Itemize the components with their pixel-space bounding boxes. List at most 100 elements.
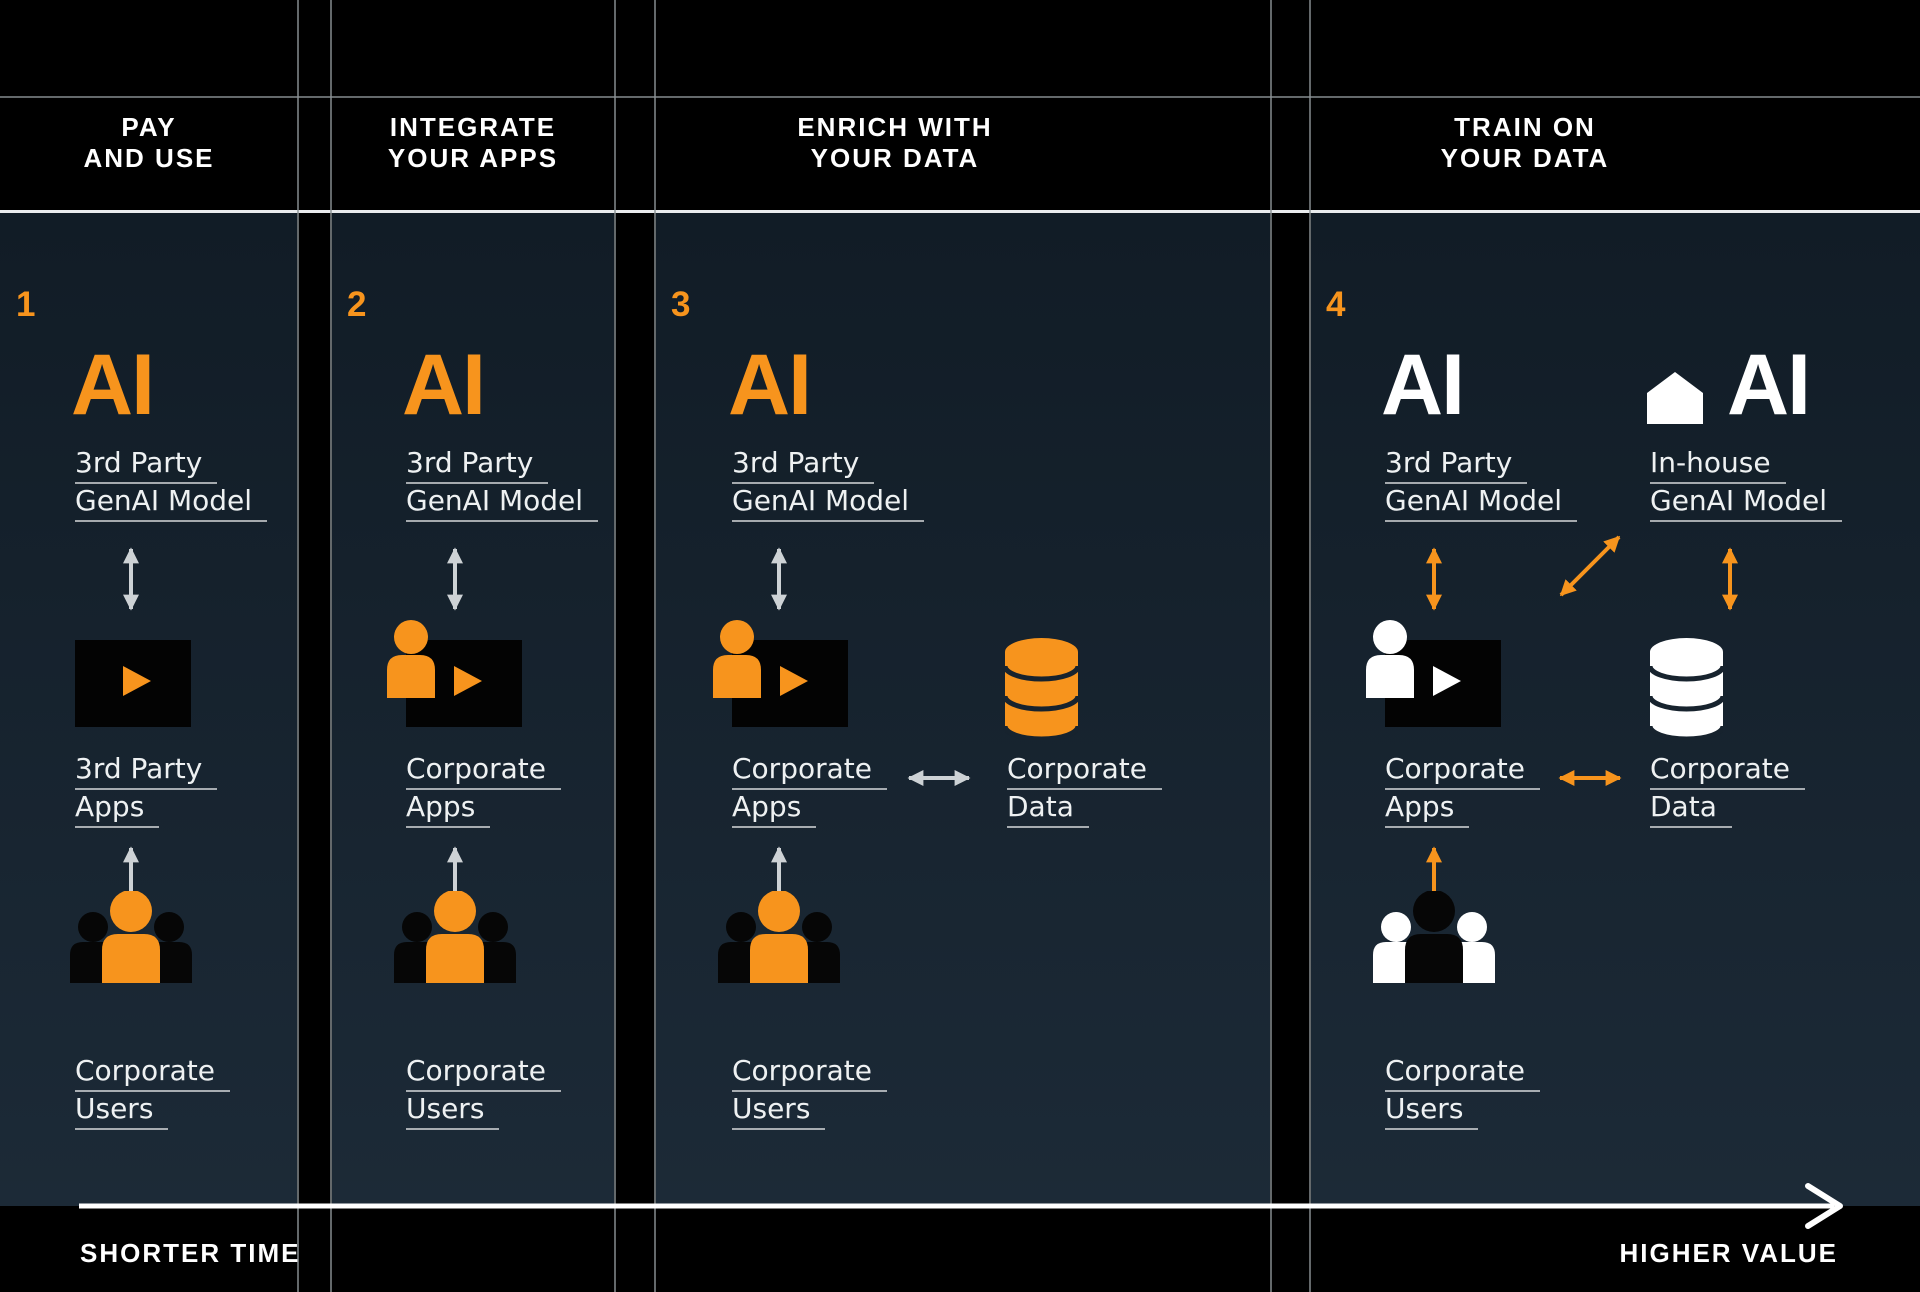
- column-title-1: PAY AND USE: [0, 112, 298, 174]
- column-title-2-line2: YOUR APPS: [387, 143, 559, 173]
- corporate-data-icon: [1005, 638, 1078, 740]
- users-label-1: Corporate Users: [75, 1054, 230, 1130]
- corporate-users-icon: [394, 891, 516, 983]
- apps-label-1-line1: 3rd Party: [75, 752, 218, 790]
- apps-label-4-line2: Apps: [1385, 790, 1470, 828]
- grid-vline: [330, 0, 332, 1292]
- model-label-3: 3rd Party GenAI Model: [732, 446, 925, 522]
- model-label-1-line1: 3rd Party: [75, 446, 218, 484]
- play-icon: [1433, 666, 1461, 696]
- ai-model-icon: AI: [402, 337, 486, 433]
- grid-vline: [1309, 0, 1311, 1292]
- users-label-1-line2: Users: [75, 1092, 169, 1130]
- users-apps-arrow-icon: [1426, 846, 1442, 892]
- inhouse-label-4: In-house GenAI Model: [1650, 446, 1843, 522]
- column-title-2-line1: INTEGRATE: [389, 112, 557, 142]
- app-user-person-icon: [387, 620, 435, 698]
- model-label-2: 3rd Party GenAI Model: [406, 446, 599, 522]
- users-apps-arrow-icon: [447, 846, 463, 892]
- users-label-3: Corporate Users: [732, 1054, 887, 1130]
- model-apps-arrow-icon: [771, 547, 787, 611]
- grid-vline: [1270, 0, 1272, 1292]
- stage-number-4: 4: [1326, 285, 1346, 324]
- app-user-person-icon: [1366, 620, 1414, 698]
- users-label-2: Corporate Users: [406, 1054, 561, 1130]
- play-icon: [454, 666, 482, 696]
- apps-label-1: 3rd Party Apps: [75, 752, 218, 828]
- data-label-3-line2: Data: [1007, 790, 1089, 828]
- model-label-1-line2: GenAI Model: [75, 484, 268, 522]
- model-label-4-line1: 3rd Party: [1385, 446, 1528, 484]
- data-label-4: Corporate Data: [1650, 752, 1805, 828]
- column-title-1-line1: PAY: [121, 112, 177, 142]
- users-label-1-line1: Corporate: [75, 1054, 230, 1092]
- stage-number-3: 3: [671, 285, 691, 324]
- column-title-4-line2: YOUR DATA: [1440, 143, 1610, 173]
- users-label-4-line1: Corporate: [1385, 1054, 1540, 1092]
- inhouse-label-4-line1: In-house: [1650, 446, 1786, 484]
- apps-data-arrow-icon: [1558, 770, 1622, 786]
- stage-number-2: 2: [347, 285, 367, 324]
- users-label-2-line1: Corporate: [406, 1054, 561, 1092]
- model-label-4: 3rd Party GenAI Model: [1385, 446, 1578, 522]
- data-label-4-line1: Corporate: [1650, 752, 1805, 790]
- stage-number-1: 1: [16, 285, 36, 324]
- users-label-4: Corporate Users: [1385, 1054, 1540, 1130]
- ai-model-icon: AI: [728, 337, 812, 433]
- ai-model-icon: AI: [1381, 337, 1465, 433]
- corporate-users-icon: [70, 891, 192, 983]
- model-label-4-line2: GenAI Model: [1385, 484, 1578, 522]
- model-label-2-line1: 3rd Party: [406, 446, 549, 484]
- play-icon: [123, 666, 151, 696]
- header-divider-line: [0, 210, 1920, 213]
- column-title-2: INTEGRATE YOUR APPS: [331, 112, 615, 174]
- model-apps-arrow-icon: [447, 547, 463, 611]
- data-label-3: Corporate Data: [1007, 752, 1162, 828]
- column-title-1-line2: AND USE: [83, 143, 215, 173]
- footer-left-label: SHORTER TIME: [80, 1238, 301, 1268]
- top-grid-line: [0, 96, 1920, 98]
- users-label-3-line1: Corporate: [732, 1054, 887, 1092]
- column-title-3: ENRICH WITH YOUR DATA: [655, 112, 1135, 174]
- corporate-users-icon: [1373, 891, 1495, 983]
- apps-label-3-line2: Apps: [732, 790, 817, 828]
- house-icon: [1647, 372, 1703, 424]
- column-title-3-line1: ENRICH WITH: [797, 112, 993, 142]
- users-label-4-line2: Users: [1385, 1092, 1479, 1130]
- apps-label-3: Corporate Apps: [732, 752, 887, 828]
- users-apps-arrow-icon: [123, 846, 139, 892]
- column-title-4: TRAIN ON YOUR DATA: [1310, 112, 1740, 174]
- column-title-3-line2: YOUR DATA: [810, 143, 980, 173]
- users-label-3-line2: Users: [732, 1092, 826, 1130]
- users-apps-arrow-icon: [771, 846, 787, 892]
- grid-vline: [297, 0, 299, 1292]
- timeline-arrow-icon: [79, 1183, 1843, 1229]
- footer-right-label: HIGHER VALUE: [1619, 1238, 1838, 1268]
- data-label-4-line2: Data: [1650, 790, 1732, 828]
- apps-label-1-line2: Apps: [75, 790, 160, 828]
- corporate-data-icon: [1650, 638, 1723, 740]
- corporate-users-icon: [718, 891, 840, 983]
- grid-vline: [654, 0, 656, 1292]
- model-apps-arrow-icon: [1426, 547, 1442, 611]
- ai-model-icon: AI: [71, 337, 155, 433]
- model-label-1: 3rd Party GenAI Model: [75, 446, 268, 522]
- model-label-2-line2: GenAI Model: [406, 484, 599, 522]
- apps-label-4-line1: Corporate: [1385, 752, 1540, 790]
- inhouse-data-arrow-icon: [1722, 547, 1738, 611]
- model-label-3-line1: 3rd Party: [732, 446, 875, 484]
- apps-label-3-line1: Corporate: [732, 752, 887, 790]
- apps-inhouse-arrow-icon: [1559, 535, 1621, 597]
- apps-label-4: Corporate Apps: [1385, 752, 1540, 828]
- data-label-3-line1: Corporate: [1007, 752, 1162, 790]
- model-label-3-line2: GenAI Model: [732, 484, 925, 522]
- column-title-4-line1: TRAIN ON: [1454, 112, 1596, 142]
- apps-label-2: Corporate Apps: [406, 752, 561, 828]
- model-apps-arrow-icon: [123, 547, 139, 611]
- apps-data-arrow-icon: [907, 770, 971, 786]
- users-label-2-line2: Users: [406, 1092, 500, 1130]
- grid-vline: [614, 0, 616, 1292]
- play-icon: [780, 666, 808, 696]
- app-user-person-icon: [713, 620, 761, 698]
